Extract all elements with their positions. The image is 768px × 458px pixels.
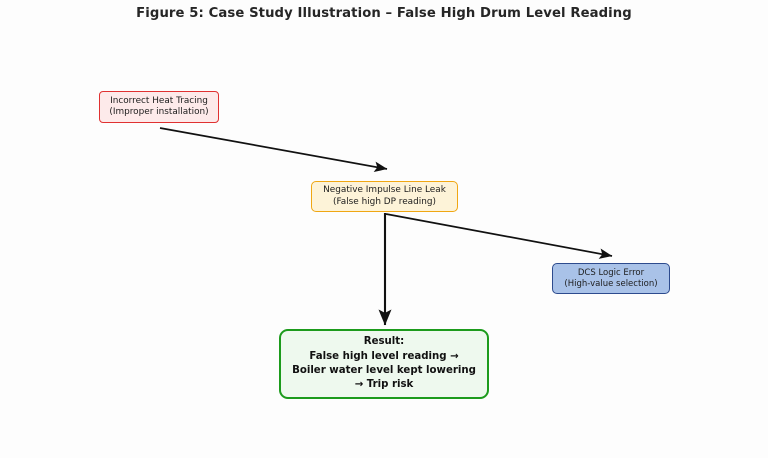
node-result-line4: → Trip risk	[354, 379, 414, 391]
arrow-mechanism-to-dcs	[385, 213, 613, 259]
node-result-line1: Result:	[363, 336, 405, 348]
arrow-cause-to-mechanism	[159, 127, 388, 172]
node-dcs-logic-error[interactable]: DCS Logic Error (High-value selection)	[552, 263, 670, 294]
page-title: Figure 5: Case Study Illustration – Fals…	[136, 6, 632, 21]
node-impulse-leak-line2: (False high DP reading)	[333, 196, 436, 207]
node-impulse-leak-line1: Negative Impulse Line Leak	[323, 185, 446, 196]
node-dcs-logic-line2: (High-value selection)	[564, 278, 658, 289]
node-negative-impulse-line-leak[interactable]: Negative Impulse Line Leak (False high D…	[311, 181, 458, 212]
node-result[interactable]: Result: False high level reading → Boile…	[279, 329, 489, 399]
node-heat-tracing-line1: Incorrect Heat Tracing	[110, 95, 208, 106]
node-result-line2: False high level reading →	[309, 350, 459, 362]
node-heat-tracing-line2: (Improper installation)	[109, 107, 209, 117]
node-dcs-logic-line1: DCS Logic Error	[577, 267, 645, 278]
node-result-line3: Boiler water level kept lowering	[292, 365, 476, 376]
node-incorrect-heat-tracing[interactable]: Incorrect Heat Tracing (Improper install…	[99, 91, 219, 123]
